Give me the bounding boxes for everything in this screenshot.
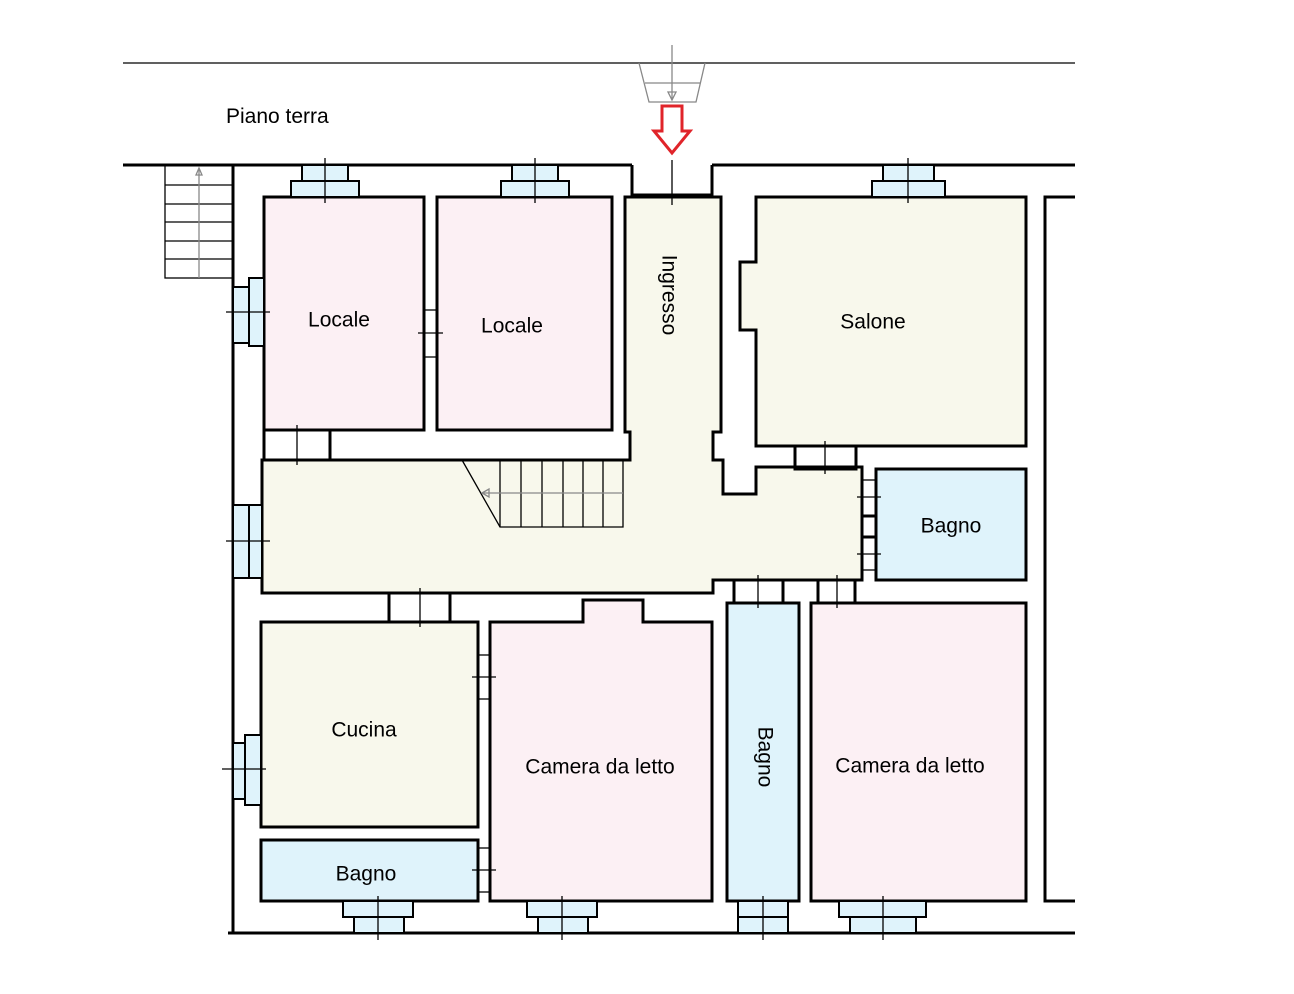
external-stairs: [164, 164, 234, 279]
label-bagno-vertical: Bagno: [753, 727, 776, 788]
windows: [222, 158, 946, 940]
room-locale-2: [435, 195, 614, 432]
label-camera-2: Camera da letto: [835, 755, 984, 778]
internal-stairs: [461, 459, 624, 528]
room-bagno-bottom-left: [259, 838, 480, 903]
label-salone: Salone: [840, 311, 905, 334]
entrance-steps: [638, 45, 706, 103]
entrance-arrow-icon: [650, 104, 694, 156]
room-camera-2: [809, 601, 1028, 903]
label-bagno-bottom-left: Bagno: [336, 863, 397, 886]
room-camera-1: [488, 598, 714, 903]
label-locale-2: Locale: [481, 315, 543, 338]
label-bagno-right: Bagno: [921, 515, 982, 538]
room-salone: [738, 195, 1028, 448]
label-camera-1: Camera da letto: [525, 756, 674, 779]
label-cucina: Cucina: [331, 719, 397, 742]
plan-title: Piano terra: [226, 105, 329, 128]
door-openings: [262, 160, 881, 893]
label-locale-1: Locale: [308, 309, 370, 332]
room-ingresso-corridor: [260, 195, 864, 595]
label-ingresso: Ingresso: [657, 255, 680, 336]
room-cucina: [259, 620, 480, 829]
